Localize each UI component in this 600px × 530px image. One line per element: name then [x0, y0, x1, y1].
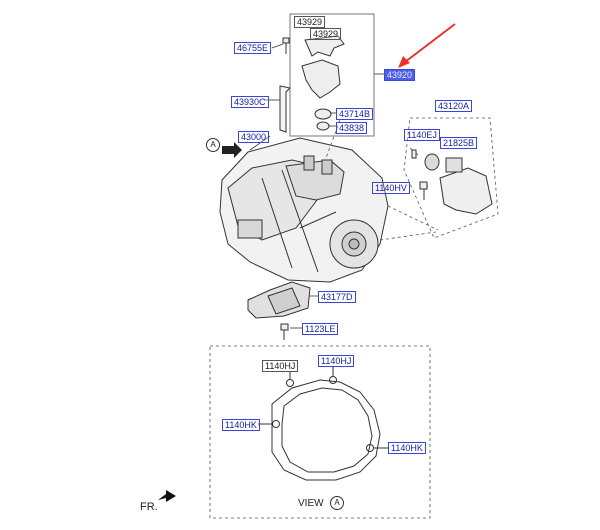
shift-lever-box — [289, 13, 375, 137]
label-1140hk-a[interactable]: 1140HK — [222, 419, 260, 431]
label-43714b[interactable]: 43714B — [336, 108, 374, 120]
view-a-box — [209, 345, 431, 519]
lower-mount-43177d — [247, 281, 311, 319]
label-43920[interactable]: 43920 — [384, 69, 416, 81]
label-43000[interactable]: 43000 — [238, 131, 270, 143]
mount-assembly-box — [403, 117, 499, 239]
label-43177d[interactable]: 43177D — [318, 291, 356, 303]
view-letter: A — [330, 496, 344, 510]
mount-bracket — [411, 149, 493, 215]
label-46755e[interactable]: 46755E — [234, 42, 272, 54]
label-1140hj-a: 1140HJ — [262, 360, 299, 372]
label-43120a[interactable]: 43120A — [435, 100, 473, 112]
label-43930c[interactable]: 43930C — [231, 96, 269, 108]
shift-lever-parts — [301, 35, 345, 131]
label-1140hv[interactable]: 1140HV — [372, 182, 410, 194]
view-a-arrow — [222, 142, 242, 158]
view-label: VIEW — [298, 498, 324, 509]
view-a-marker: A — [206, 138, 220, 152]
label-43929a: 43929 — [294, 16, 326, 28]
bolt-1140hv — [419, 181, 428, 200]
red-pointer-arrow — [398, 23, 456, 68]
bolt-1123le — [280, 323, 289, 340]
label-43838[interactable]: 43838 — [336, 122, 368, 134]
label-21825b[interactable]: 21825B — [440, 137, 478, 149]
fr-arrow-icon — [158, 490, 176, 502]
transmission-body — [219, 137, 389, 283]
label-1140hj-b[interactable]: 1140HJ — [318, 355, 355, 367]
gasket — [258, 367, 388, 481]
label-1140hk-b[interactable]: 1140HK — [388, 442, 426, 454]
bolt-46755e — [282, 37, 290, 54]
label-1140ej[interactable]: 1140EJ — [404, 129, 440, 141]
label-1123le[interactable]: 1123LE — [302, 323, 339, 335]
bracket-43930c — [279, 85, 292, 133]
front-direction-label: FR. — [140, 501, 158, 513]
label-43929b: 43929 — [310, 28, 342, 40]
